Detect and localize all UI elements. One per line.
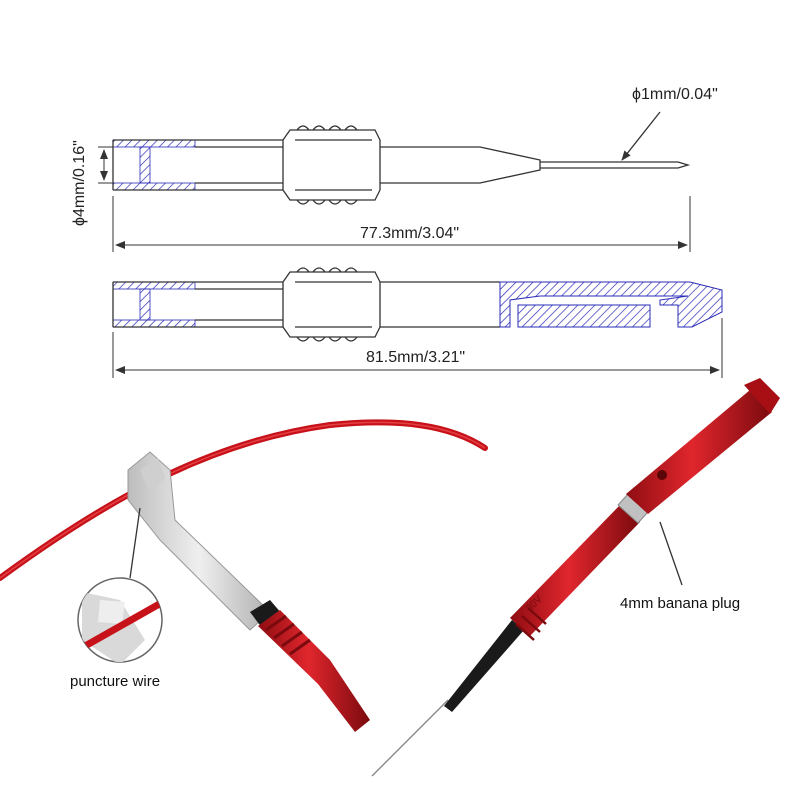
diameter-dimension [98,146,113,184]
needle-leader [621,111,661,161]
puncture-detail-callout [77,507,163,663]
puncture-wire-label: puncture wire [70,673,160,690]
hook-section [499,281,723,328]
banana-plug-leader [659,521,683,586]
probe-outline-bottom [112,267,500,342]
length-dimension-top [112,196,691,252]
hook-slot [517,304,651,328]
needle-diameter-label: ϕ1mm/0.04" [632,86,718,103]
body-diameter-label: ϕ4mm/0.16" [71,140,88,226]
piercer-probe [127,451,370,732]
length-probe-label: 77.3mm/3.04" [360,225,459,242]
probe-outline-top [112,125,691,205]
banana-probe [371,378,780,777]
length-dimension-bottom [112,318,723,378]
length-piercer-label: 81.5mm/3.21" [366,349,465,366]
red-wire [0,419,488,581]
banana-plug-label: 4mm banana plug [620,595,740,612]
